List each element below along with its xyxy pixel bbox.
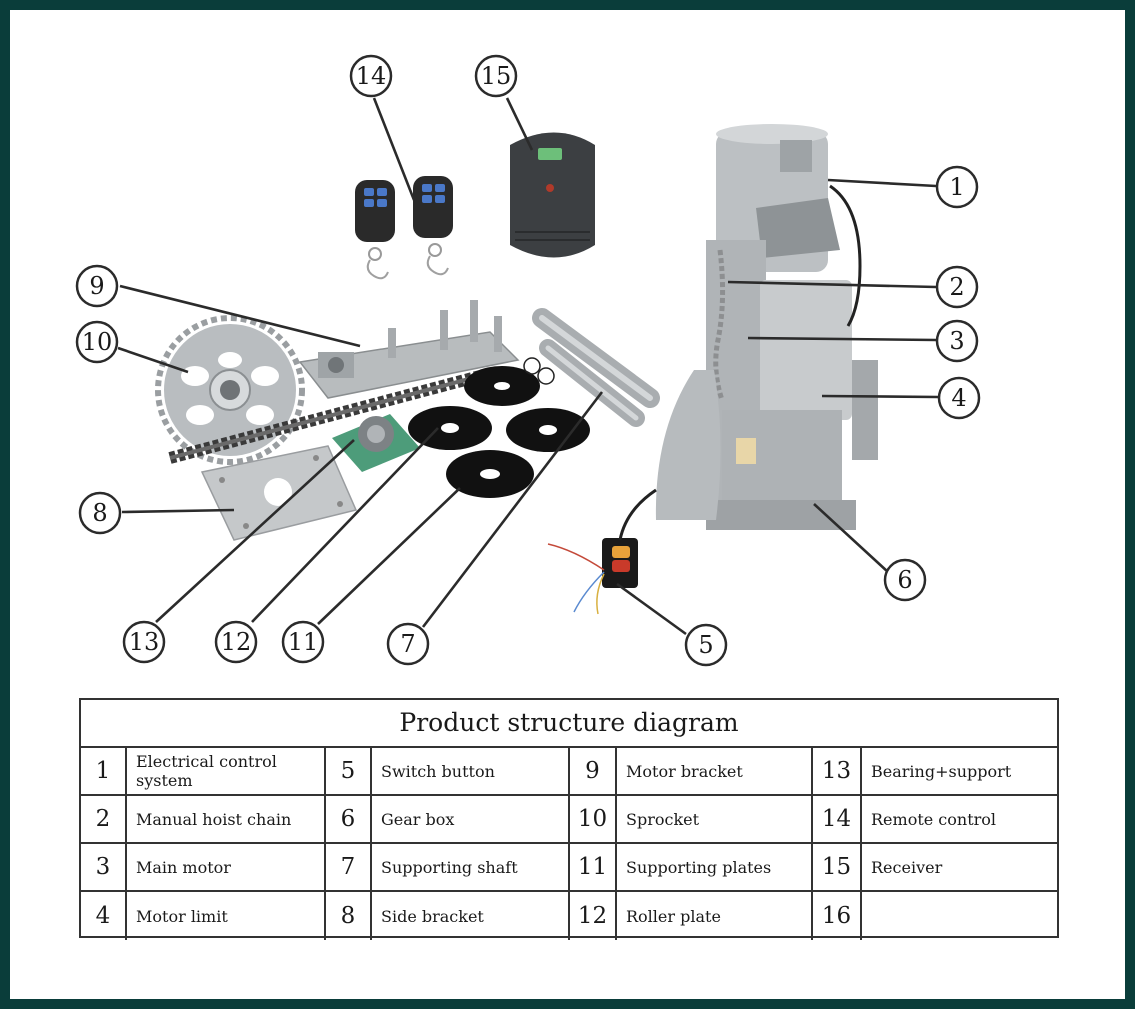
legend-number: 4 [81,892,127,940]
svg-text:10: 10 [82,328,113,356]
legend-number: 2 [81,796,127,844]
legend-number: 7 [326,844,372,892]
exploded-parts-diagram: 1 2 3 4 5 6 7 8 9 10 11 12 13 14 15 [75,54,981,667]
legend-number: 1 [81,748,127,796]
callout-7: 7 [386,622,430,666]
legend-number: 5 [326,748,372,796]
legend-number: 16 [813,892,862,940]
legend-label: Sprocket [617,796,813,844]
legend-label: Supporting shaft [372,844,570,892]
legend-grid: 1 Electrical control system 5 Switch but… [81,748,1057,940]
svg-text:9: 9 [89,272,104,300]
svg-text:15: 15 [481,62,512,90]
callout-12: 12 [214,620,258,664]
legend-number: 15 [813,844,862,892]
svg-text:1: 1 [949,173,964,201]
legend-number: 14 [813,796,862,844]
legend-title: Product structure diagram [81,700,1057,748]
svg-text:12: 12 [221,628,252,656]
leader-lines [117,97,939,636]
legend-label: Motor bracket [617,748,813,796]
callout-5: 5 [684,623,728,667]
svg-text:14: 14 [356,62,387,90]
legend-label: Switch button [372,748,570,796]
legend-label: Electrical control system [127,748,326,796]
callout-1: 1 [935,165,979,209]
callout-9: 9 [75,264,119,308]
legend-label: Supporting plates [617,844,813,892]
callout-8: 8 [78,491,122,535]
roller-plates-illustration [408,357,590,498]
legend-label [862,892,1057,940]
legend-label: Roller plate [617,892,813,940]
legend-label: Manual hoist chain [127,796,326,844]
legend-label: Receiver [862,844,1057,892]
legend-number: 10 [570,796,617,844]
receiver-illustration [510,132,595,258]
svg-text:6: 6 [897,566,912,594]
roller-chain-illustration [168,370,482,464]
legend-label: Side bracket [372,892,570,940]
legend-label: Main motor [127,844,326,892]
legend-label: Bearing+support [862,748,1057,796]
supporting-shaft-illustration [532,308,660,427]
legend-number: 12 [570,892,617,940]
callout-10: 10 [75,320,119,364]
callout-4: 4 [937,376,981,420]
callout-3: 3 [935,319,979,363]
legend-label: Remote control [862,796,1057,844]
svg-text:7: 7 [400,630,415,658]
svg-text:2: 2 [949,273,964,301]
svg-text:5: 5 [698,631,713,659]
callout-2: 2 [935,265,979,309]
legend-label: Gear box [372,796,570,844]
legend-number: 11 [570,844,617,892]
svg-text:4: 4 [951,384,966,412]
legend-number: 9 [570,748,617,796]
callout-11: 11 [281,620,325,664]
bearing-support-illustration [332,414,420,472]
legend-number: 8 [326,892,372,940]
callout-15: 15 [474,54,518,98]
callout-13: 13 [122,620,166,664]
parts-legend-table: Product structure diagram 1 Electrical c… [79,698,1059,940]
legend-number: 3 [81,844,127,892]
legend-number: 6 [326,796,372,844]
remote-control-illustration [355,176,453,280]
motor-bracket-illustration [298,300,520,399]
sprocket-illustration [155,315,305,465]
page-frame: 1 2 3 4 5 6 7 8 9 10 11 12 13 14 15 Prod… [10,10,1125,999]
motor-assembly-illustration [655,124,878,530]
svg-text:11: 11 [288,628,319,656]
legend-label: Motor limit [127,892,326,940]
svg-text:8: 8 [92,499,107,527]
side-bracket-illustration [200,445,358,541]
callout-14: 14 [349,54,393,98]
switch-button-illustration [547,488,657,615]
svg-text:13: 13 [129,628,160,656]
legend-number: 13 [813,748,862,796]
callout-6: 6 [883,558,927,602]
svg-text:3: 3 [949,327,964,355]
